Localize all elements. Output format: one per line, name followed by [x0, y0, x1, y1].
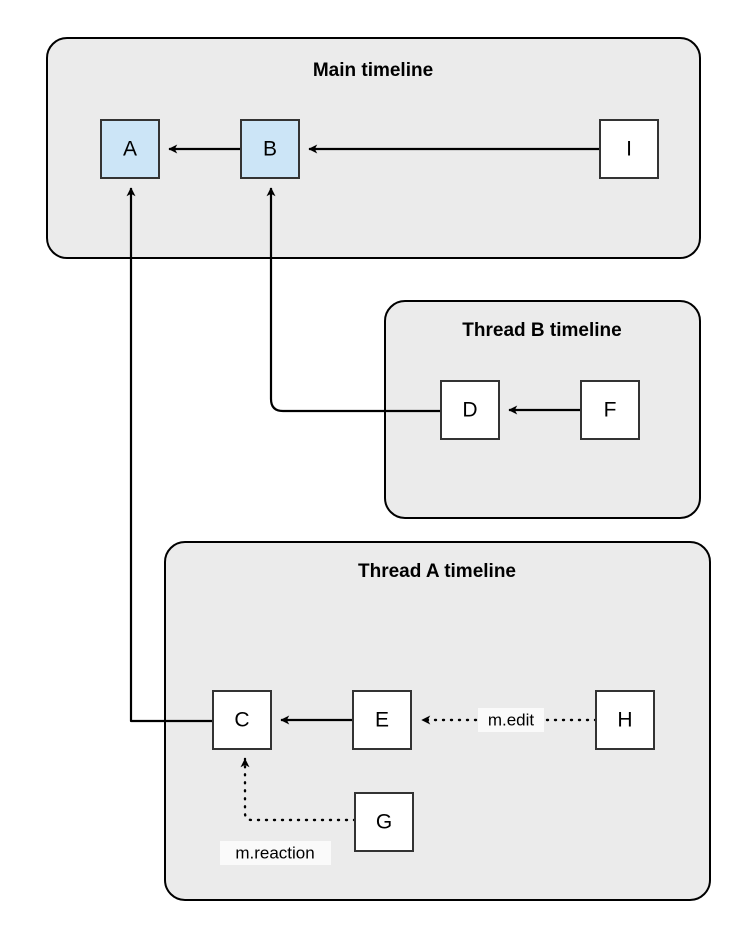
node-label-I: I — [626, 138, 632, 161]
node-A[interactable]: A — [100, 119, 160, 179]
node-label-G: G — [376, 811, 392, 834]
node-box-E[interactable] — [352, 690, 412, 750]
edge-G-to-C-m-reaction[interactable] — [240, 757, 357, 822]
node-D[interactable]: D — [440, 380, 500, 440]
node-B[interactable]: B — [240, 119, 300, 179]
edge-label-bg-m-edit — [478, 708, 544, 732]
group-title-main-timeline: Main timeline — [313, 60, 433, 81]
node-box-G[interactable] — [354, 792, 414, 852]
node-I[interactable]: I — [599, 119, 659, 179]
node-box-C[interactable] — [212, 690, 272, 750]
edge-D-to-B[interactable] — [266, 187, 441, 413]
edge-C-to-A[interactable] — [126, 187, 213, 723]
node-label-C: C — [234, 709, 249, 732]
node-box-F[interactable] — [580, 380, 640, 440]
edge-label-m-edit: m.edit — [478, 708, 544, 732]
node-G[interactable]: G — [354, 792, 414, 852]
node-box-I[interactable] — [599, 119, 659, 179]
node-box-H[interactable] — [595, 690, 655, 750]
edge-label-m-reaction: m.reaction — [220, 841, 331, 865]
node-C[interactable]: C — [212, 690, 272, 750]
edge-label-bg-m-reaction — [220, 841, 331, 865]
node-label-H: H — [617, 709, 632, 732]
node-box-B[interactable] — [240, 119, 300, 179]
node-label-B: B — [263, 138, 277, 161]
node-label-F: F — [604, 399, 617, 422]
node-box-A[interactable] — [100, 119, 160, 179]
edge-label-text-m-reaction: m.reaction — [235, 843, 314, 862]
node-E[interactable]: E — [352, 690, 412, 750]
node-label-E: E — [375, 709, 389, 732]
node-H[interactable]: H — [595, 690, 655, 750]
node-box-D[interactable] — [440, 380, 500, 440]
node-label-A: A — [123, 138, 137, 161]
node-label-D: D — [462, 399, 477, 422]
group-title-thread-a-timeline: Thread A timeline — [358, 561, 516, 582]
edge-label-text-m-edit: m.edit — [488, 710, 535, 729]
group-title-thread-b-timeline: Thread B timeline — [462, 320, 621, 341]
node-F[interactable]: F — [580, 380, 640, 440]
